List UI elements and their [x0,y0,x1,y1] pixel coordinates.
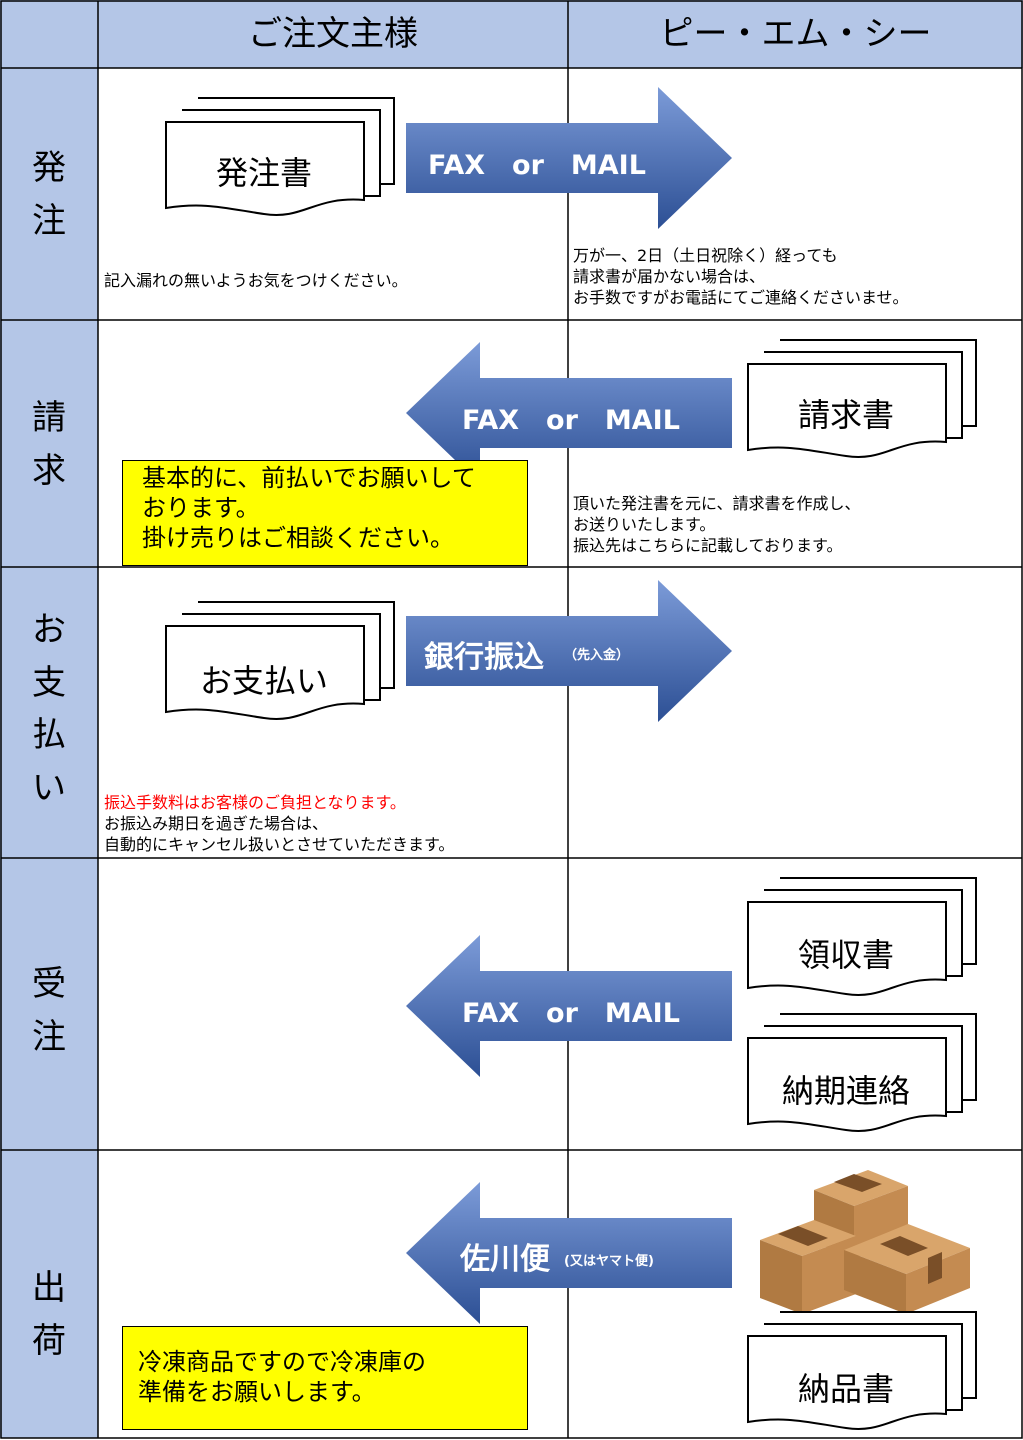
purchase-order-label: 発注書 [215,154,312,192]
cardboard-boxes-icon [758,1158,990,1316]
purchase-order-document: 発注書 [164,96,396,220]
delivery-slip-label: 納品書 [797,1370,894,1408]
receipt-document: 領収書 [746,876,978,1000]
stacked-document-icon [747,339,977,458]
step-label-order: 発 注 [32,148,66,241]
step-label-payment: お 支 払 い [32,610,66,809]
payment-warning-note: 振込手数料はお客様のご負担となります。 [104,793,406,812]
shipping-arrow-label: 佐川便 [460,1242,550,1277]
payment-document: お支払い [164,600,396,724]
stacked-document-icon [747,877,977,996]
header-customer: ご注文主様 [248,14,418,54]
delivery-slip-document: 納品書 [746,1310,978,1434]
delivery-schedule-document: 納期連絡 [746,1012,978,1136]
payment-label: お支払い [199,662,328,700]
payment-arrow-sub: （先入金） [564,648,630,663]
invoice-document: 請求書 [746,338,978,462]
invoice-customer-note: 基本的に、前払いでお願いして おります。 掛け売りはご相談ください。 [142,464,476,552]
stacked-document-icon [165,601,395,720]
step-label-invoice: 請 求 [32,398,66,491]
invoice-customer-note-box [122,460,528,566]
order-arrow-label: FAX or MAIL [428,150,646,181]
receipt-label: 領収書 [797,936,894,974]
payment-arrow-label: 銀行振込 [424,640,544,675]
order-arrow-right: FAX or MAIL [406,87,732,229]
invoice-company-note: 頂いた発注書を元に、請求書を作成し、 お送りいたします。 振込先はこちらに記載し… [573,494,861,555]
stacked-document-icon [747,1311,977,1430]
invoice-label: 請求書 [797,396,894,434]
delivery-schedule-label: 納期連絡 [781,1072,910,1110]
header-company: ピー・エム・シー [659,14,932,54]
acceptance-arrow-label: FAX or MAIL [462,998,680,1029]
stacked-document-icon [747,1013,977,1132]
payment-customer-note: お振込み期日を過ぎた場合は、 自動的にキャンセル扱いとさせていただきます。 [104,814,455,854]
step-label-acceptance: 受 注 [32,964,66,1057]
step-label-shipping: 出 荷 [32,1268,66,1361]
acceptance-arrow-left: FAX or MAIL [406,935,732,1077]
shipping-arrow-left: 佐川便 (又はヤマト便) [406,1182,732,1324]
order-customer-note: 記入漏れの無いようお気をつけください。 [104,271,408,290]
invoice-arrow-label: FAX or MAIL [462,405,680,436]
shipping-customer-note-box [122,1326,528,1430]
stacked-document-icon [165,97,395,216]
payment-arrow-right: 銀行振込 （先入金） [406,580,732,722]
shipping-arrow-sub: (又はヤマト便) [564,1254,654,1269]
order-company-note: 万が一、2日（土日祝除く）経っても 請求書が届かない場合は、 お手数ですがお電話… [573,246,909,307]
invoice-arrow-left: FAX or MAIL [406,342,732,484]
shipping-customer-note: 冷凍商品ですので冷凍庫の 準備をお願いします。 [138,1348,426,1406]
